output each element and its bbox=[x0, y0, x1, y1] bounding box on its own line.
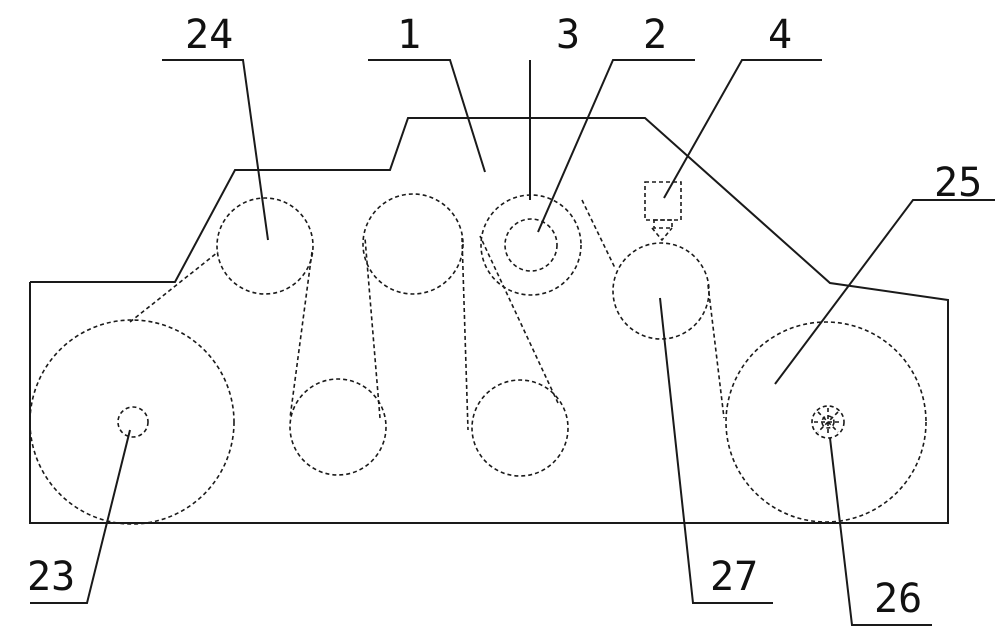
label-2: 2 bbox=[643, 12, 667, 58]
machine-frame bbox=[29, 117, 949, 524]
guide-roller-lower-right bbox=[471, 379, 569, 477]
label-4: 4 bbox=[768, 12, 792, 58]
unwind-shaft bbox=[117, 406, 149, 438]
rewind-roll-25 bbox=[725, 321, 927, 523]
label-23: 23 bbox=[27, 554, 75, 600]
label-26: 26 bbox=[874, 576, 922, 622]
leader-lines bbox=[30, 59, 995, 626]
label-27: 27 bbox=[710, 554, 758, 600]
label-3: 3 bbox=[556, 12, 580, 58]
rewind-shaft-26 bbox=[811, 405, 845, 439]
device-4 bbox=[644, 181, 682, 242]
label-25: 25 bbox=[934, 160, 982, 206]
label-1: 1 bbox=[397, 12, 421, 58]
roller-27 bbox=[612, 242, 710, 340]
roller-core-2 bbox=[504, 218, 558, 272]
guide-roller-lower-left bbox=[289, 378, 387, 476]
unwind-roll bbox=[29, 319, 235, 525]
roller-3 bbox=[480, 194, 582, 296]
guide-roller-24 bbox=[216, 197, 314, 295]
label-24: 24 bbox=[185, 12, 233, 58]
film-path bbox=[129, 199, 725, 431]
guide-roller-upper-middle bbox=[362, 193, 464, 295]
